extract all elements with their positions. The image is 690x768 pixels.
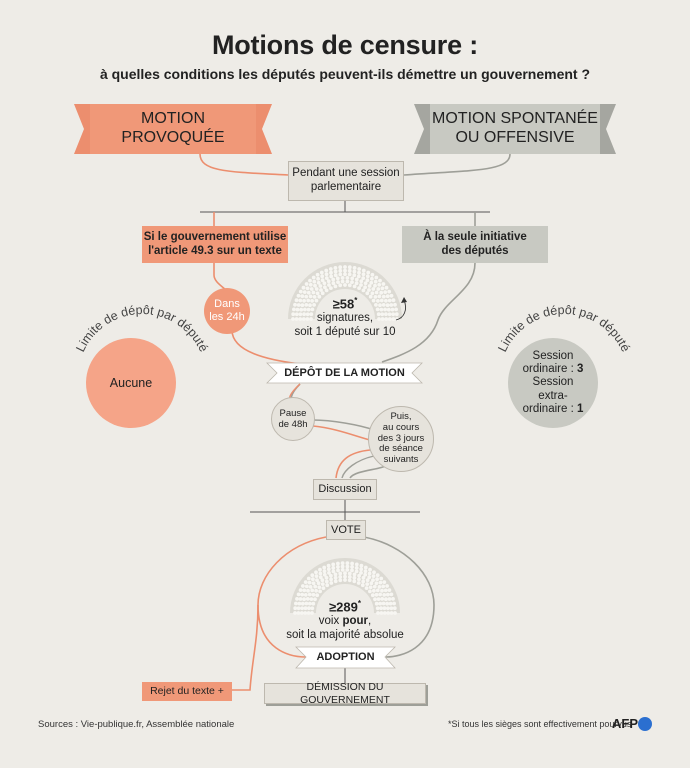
- adoption-label: ADOPTION: [306, 647, 385, 668]
- session-line1: Pendant une session: [292, 167, 400, 180]
- limite-right-l4: extra-: [538, 389, 568, 402]
- voix-line1c: ,: [368, 614, 372, 627]
- limite-left-value: Aucune: [109, 375, 153, 390]
- puis-l3: des 3 jours: [377, 432, 425, 444]
- vote-box: VOTE: [326, 520, 366, 540]
- voix-line2: soit la majorité absolue: [286, 628, 404, 641]
- hemicycle-signatures: [288, 262, 402, 321]
- voix-label: ≥289* voix pour, soit la majorité absolu…: [280, 599, 410, 643]
- limite-right-l5a: ordinaire :: [522, 402, 577, 415]
- vote-text: VOTE: [331, 523, 361, 536]
- dans-24h-line1: Dans: [214, 298, 240, 311]
- page-title: Motions de censure :: [211, 30, 479, 60]
- banner-left-label: MOTION PROVOQUÉE: [121, 110, 225, 146]
- footer-note: *Si tous les sièges sont effectivement p…: [448, 719, 632, 729]
- signatures-line1: signatures,: [316, 311, 374, 324]
- dans-24h-circle: Dans les 24h: [204, 288, 250, 334]
- limite-right-l1: Session: [532, 349, 574, 362]
- demission-box: DÉMISSION DU GOUVERNEMENT: [264, 681, 426, 706]
- limite-right-l5b: 1: [576, 402, 584, 415]
- adoption-text: ADOPTION: [316, 651, 375, 664]
- page-subtitle: à quelles conditions les députés peuvent…: [99, 66, 591, 82]
- puis-circle: Puis, au cours des 3 jours de séance sui…: [368, 406, 434, 472]
- puis-l5: suivants: [383, 453, 419, 465]
- adoption-ribbon: [295, 646, 396, 669]
- hemicycle-votes: [290, 558, 400, 615]
- signatures-line2: soit 1 député sur 10: [294, 325, 396, 338]
- signatures-value: ≥58: [332, 296, 355, 312]
- voix-star: *: [357, 599, 361, 608]
- limite-right-circle: Session ordinaire : 3 Session extra- ord…: [508, 338, 598, 428]
- voix-line1b: pour: [342, 614, 368, 627]
- puis-l2: au cours: [382, 422, 420, 434]
- discussion-box: Discussion: [313, 479, 377, 500]
- afp-logo-text: AFP: [612, 716, 638, 731]
- banner-right-line1: MOTION SPONTANÉE: [432, 110, 598, 128]
- banner-right-line2: OU OFFENSIVE: [455, 129, 575, 146]
- right-condition-line2: des députés: [441, 244, 509, 257]
- pause-circle: Pause de 48h: [271, 397, 315, 441]
- puis-l1: Puis,: [390, 411, 412, 423]
- voix-line1a: voix: [318, 614, 343, 627]
- limite-right-l2b: 3: [576, 363, 584, 376]
- puis-l4: de séance: [379, 443, 423, 455]
- signatures-label: ≥58* signatures, soit 1 député sur 10: [285, 296, 405, 340]
- demission-text: DÉMISSION DU GOUVERNEMENT: [300, 681, 390, 706]
- limite-right-l3: Session: [532, 376, 574, 389]
- depot-text: DÉPÔT DE LA MOTION: [284, 366, 405, 379]
- pause-line1: Pause: [279, 407, 307, 419]
- left-condition-line2: l'article 49.3 sur un texte: [148, 244, 282, 257]
- footer-sources: Sources : Vie-publique.fr, Assemblée nat…: [38, 719, 235, 730]
- dans-24h-line2: les 24h: [209, 311, 245, 323]
- limite-right-l2a: ordinaire :: [522, 363, 577, 376]
- rejet-box: Rejet du texte +: [142, 682, 232, 701]
- session-box: Pendant une session parlementaire: [288, 161, 404, 201]
- right-condition-box: À la seule initiative des députés: [402, 226, 548, 263]
- limite-left-circle: Aucune: [86, 338, 176, 428]
- afp-logo-icon: [638, 717, 652, 731]
- banner-motion-provoquee: MOTION PROVOQUÉE: [90, 104, 256, 154]
- banner-motion-spontanee: MOTION SPONTANÉE OU OFFENSIVE: [430, 104, 600, 154]
- left-condition-box: Si le gouvernement utilise l'article 49.…: [142, 226, 288, 263]
- discussion-text: Discussion: [318, 483, 372, 496]
- rejet-text: Rejet du texte +: [150, 685, 224, 698]
- right-condition-line1: À la seule initiative: [423, 230, 527, 243]
- voix-value: ≥289: [329, 599, 358, 615]
- left-condition-line1: Si le gouvernement utilise: [143, 230, 287, 243]
- pause-line2: de 48h: [278, 419, 308, 430]
- session-line2: parlementaire: [310, 181, 382, 193]
- signatures-star: *: [354, 296, 358, 305]
- depot-ribbon: [266, 362, 423, 384]
- depot-label: DÉPÔT DE LA MOTION: [277, 363, 412, 383]
